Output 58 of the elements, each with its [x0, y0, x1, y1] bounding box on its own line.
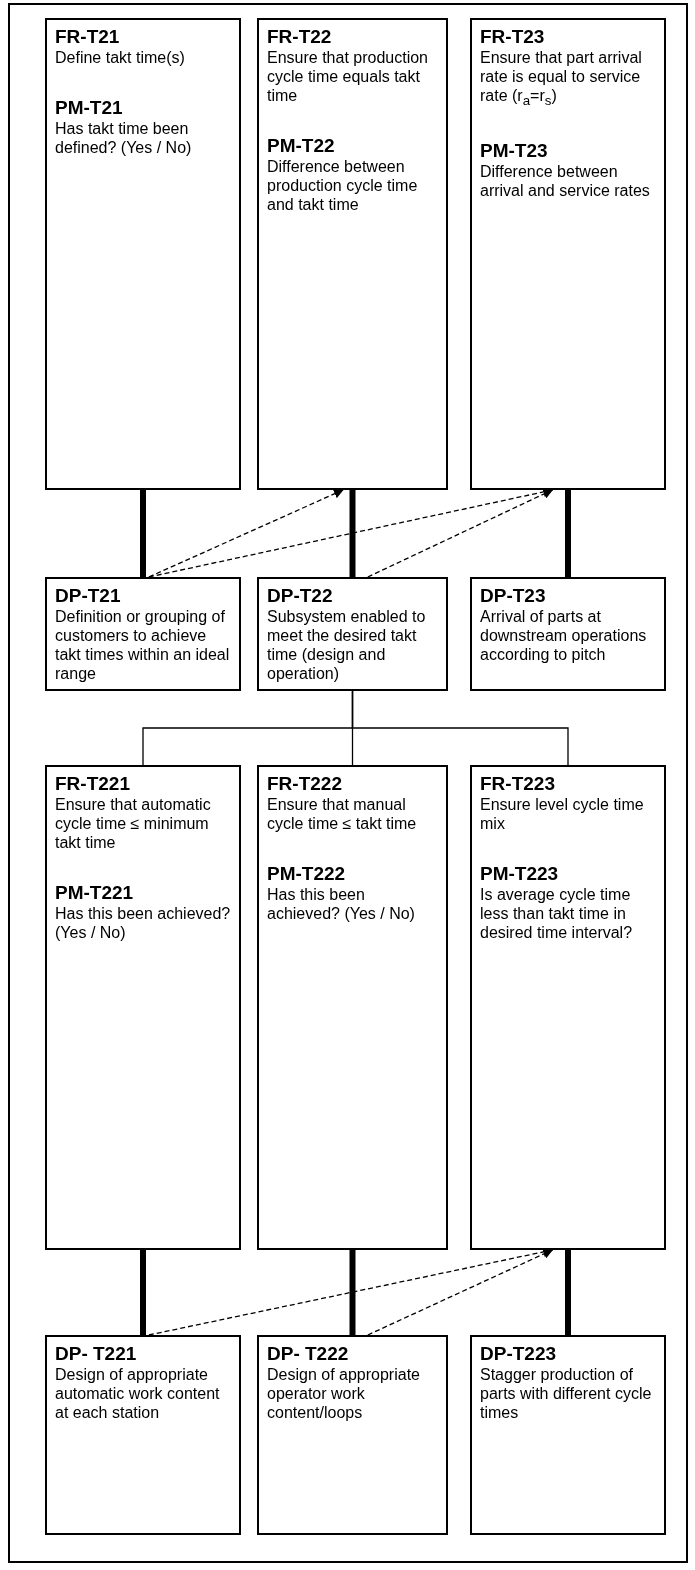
box-heading: PM-T223 [480, 863, 560, 885]
connector-line [565, 1250, 571, 1335]
box-heading: FR-T222 [267, 773, 343, 795]
dashed-arrow [148, 489, 344, 578]
box-description: Ensure that production cycle time equals takt time [267, 48, 429, 105]
box-description: Difference between arrival and service rates [480, 162, 651, 201]
box-description: Has takt time been defined? (Yes / No) [55, 119, 193, 157]
box-heading: DP-T223 [480, 1343, 558, 1365]
box-heading: FR-T223 [480, 773, 556, 795]
requirement-box [257, 765, 448, 1250]
box-heading: DP-T21 [55, 585, 122, 607]
design-parameter-box [257, 1335, 448, 1535]
box-heading: FR-T23 [480, 26, 546, 48]
box-description: Ensure that part arrival rate is equal to service rate (r$_{a}$=r$_{s}$) [480, 48, 643, 111]
box-description: Stagger production of parts with different cycle times [480, 1365, 653, 1422]
requirement-box [470, 765, 666, 1250]
box-description: Subsystem enabled to meet the desired takt time (design and operation) [267, 607, 427, 683]
box-description: Ensure that manual cycle time ≤ takt time [267, 795, 418, 833]
box-heading: PM-T21 [55, 97, 124, 119]
design-parameter-box [45, 577, 241, 691]
design-parameter-box [470, 577, 666, 691]
box-heading: FR-T22 [267, 26, 333, 48]
connector-line [140, 1250, 146, 1335]
box-heading: FR-T221 [55, 773, 131, 795]
requirement-box [45, 765, 241, 1250]
box-description: Definition or grouping of customers to achieve takt times within an ideal range [55, 607, 231, 683]
box-heading: DP-T22 [267, 585, 334, 607]
requirement-box [257, 18, 448, 490]
box-description: Has this been achieved? (Yes / No) [267, 885, 416, 923]
connector-line [349, 490, 356, 577]
dashed-arrow [367, 1249, 554, 1336]
connector-line [565, 490, 571, 577]
connector-line [349, 1250, 356, 1335]
box-description: Ensure that automatic cycle time ≤ minimum takt time [55, 795, 212, 852]
box-description: Ensure level cycle time mix [480, 795, 645, 833]
design-parameter-box [45, 1335, 241, 1535]
connector-line [140, 490, 146, 577]
box-description: Difference between production cycle time and takt time [267, 157, 419, 214]
box-heading: PM-T221 [55, 882, 135, 904]
requirement-box [470, 18, 666, 490]
box-heading: FR-T21 [55, 26, 121, 48]
box-heading: PM-T222 [267, 863, 347, 885]
design-parameter-box [470, 1335, 666, 1535]
box-heading: PM-T23 [480, 140, 549, 163]
box-description: Is average cycle time less than takt time in desired time interval? [480, 885, 634, 942]
box-description: Define takt time(s) [55, 48, 186, 67]
requirement-box [45, 18, 241, 490]
design-parameter-box [257, 577, 448, 691]
box-description: Design of appropriate operator work content/loops [267, 1365, 421, 1422]
dashed-arrow [367, 489, 554, 578]
box-heading: DP-T23 [480, 585, 547, 607]
box-heading: DP- T221 [55, 1343, 138, 1365]
box-description: Arrival of parts at downstream operations according to pitch [480, 607, 648, 664]
box-description: Has this been achieved? (Yes / No) [55, 904, 231, 942]
box-heading: PM-T22 [267, 135, 336, 157]
connector-line [351, 690, 569, 766]
box-description: Design of appropriate automatic work content at each station [55, 1365, 221, 1422]
box-heading: DP- T222 [267, 1343, 350, 1365]
